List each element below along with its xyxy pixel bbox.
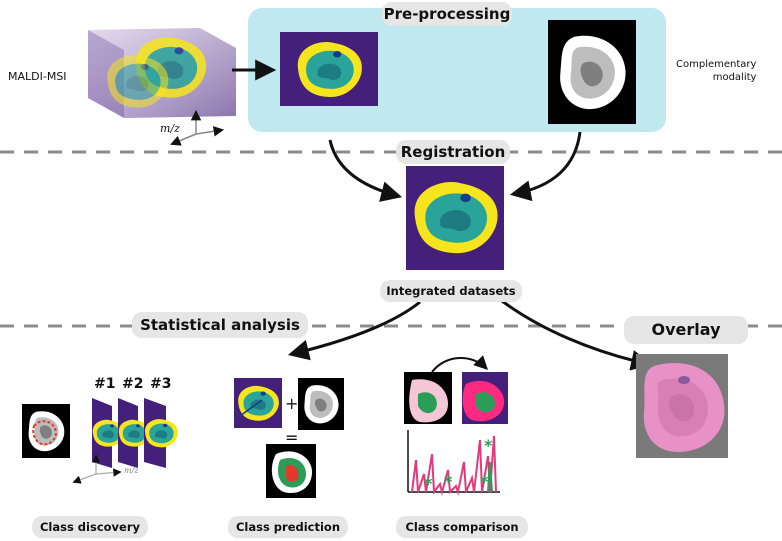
registration-title: Registration: [396, 140, 510, 164]
small-mz-label: m/z: [124, 466, 139, 475]
arrow-to-statistical: [287, 300, 421, 361]
stack-label-2: #2: [122, 376, 144, 392]
maldi-msi-label: MALDI-MSI: [8, 70, 67, 83]
mz-axes-top: [170, 109, 225, 146]
integrated-datasets-label: Integrated datasets: [380, 280, 522, 302]
equals-sign: =: [285, 428, 299, 447]
spectrum-star-1: *: [424, 474, 433, 493]
class-discovery-label: Class discovery: [32, 516, 148, 538]
arrow-to-overlay: [497, 296, 653, 371]
class-discovery-graphic: [22, 398, 178, 484]
spectrum-star-2: *: [444, 472, 453, 491]
mz-axis-label: m/z: [160, 122, 180, 135]
preprocessing-title: Pre-processing: [382, 2, 512, 26]
class-prediction-label: Class prediction: [228, 516, 348, 538]
complementary-modality-image: [548, 20, 636, 124]
preprocessed-maldi-image: [280, 32, 378, 106]
stack-label-1: #1: [94, 376, 116, 392]
plus-sign: +: [285, 394, 299, 413]
registered-image: [406, 166, 504, 270]
spectrum-star-3: *: [480, 472, 489, 491]
maldi-msi-cube: [88, 28, 236, 118]
spectrum-star-4: *: [484, 436, 493, 455]
overlay-image: [636, 354, 728, 458]
stack-label-3: #3: [150, 376, 172, 392]
overlay-title: Overlay: [624, 316, 748, 344]
class-comparison-label: Class comparison: [396, 516, 528, 538]
class-comparison-graphic: [404, 355, 508, 496]
complementary-modality-label: Complementary modality: [676, 58, 756, 84]
statistical-analysis-title: Statistical analysis: [132, 312, 308, 338]
complementary-line-2: modality: [712, 72, 757, 83]
arrow-right-to-registration: [509, 131, 582, 202]
class-prediction-graphic: [234, 378, 344, 498]
arrow-left-to-registration: [328, 139, 403, 202]
complementary-line-1: Complementary: [676, 59, 757, 70]
